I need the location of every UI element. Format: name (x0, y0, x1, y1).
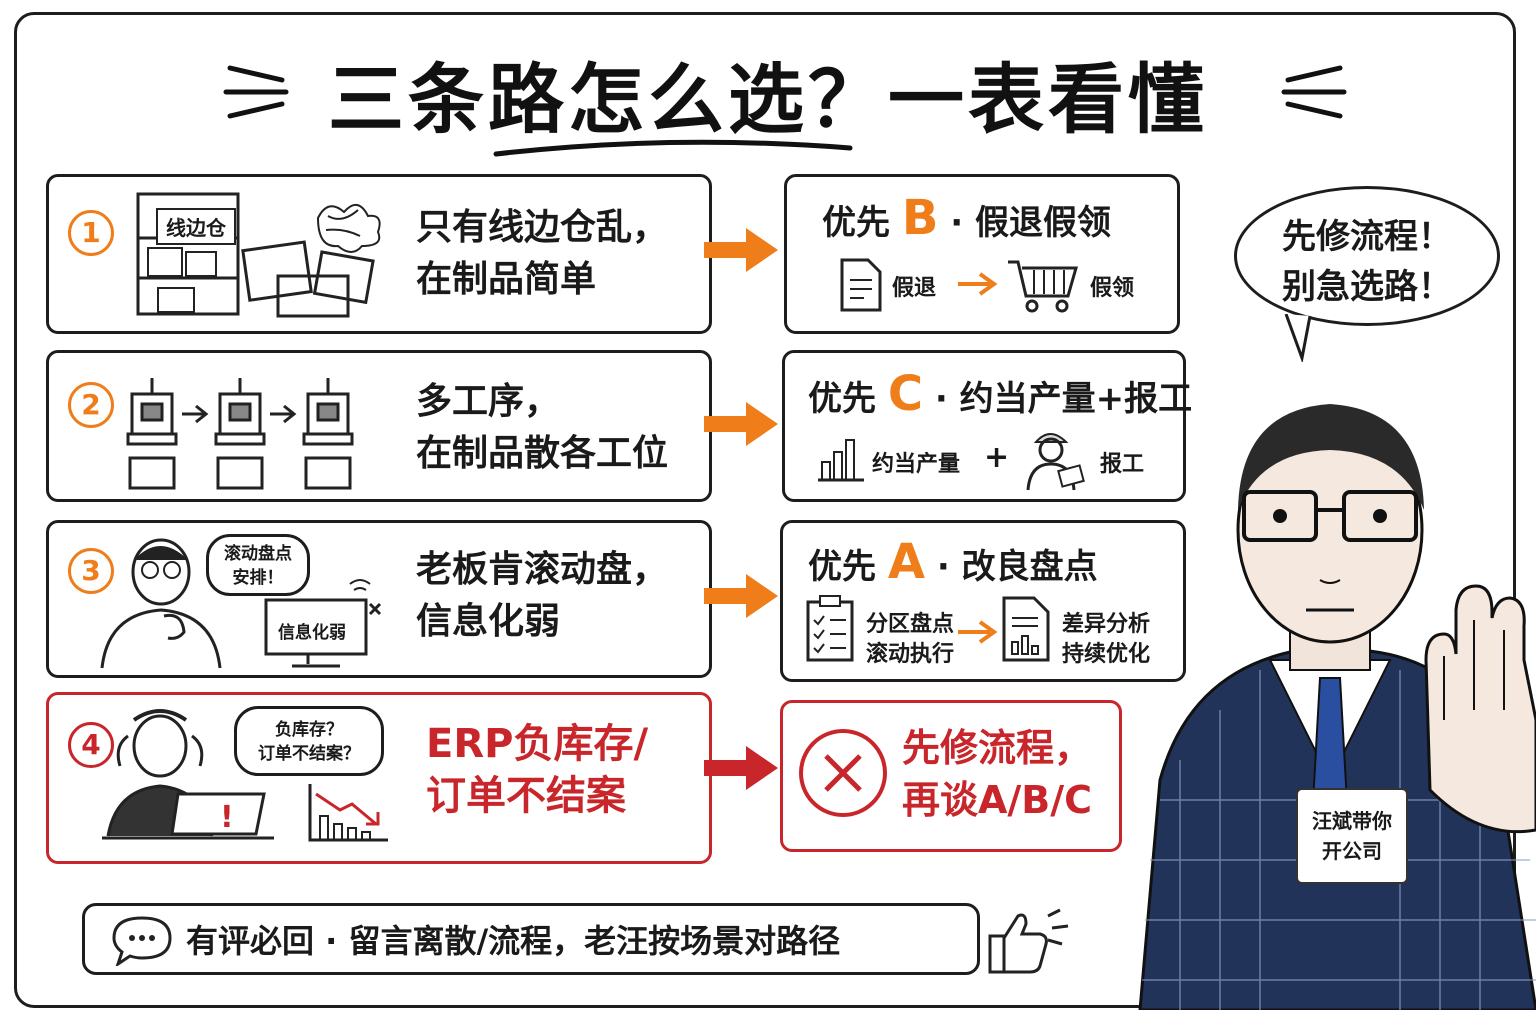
row-1-result-title: 优先 B · 假退假领 (822, 190, 1111, 246)
page-title: 三条路怎么选？一表看懂 (328, 55, 1208, 144)
stressed-person-illustration (102, 709, 274, 840)
arrow-right-red-icon (704, 746, 778, 790)
arrow-right-icon (704, 574, 778, 618)
emphasis-lines-left-icon (223, 65, 289, 119)
emphasis-lines-right-icon (1281, 65, 1347, 119)
clipboard-checklist-icon (806, 595, 854, 662)
name-badge (1296, 788, 1408, 884)
row-1-step-1: 假退 (892, 276, 937, 301)
row-2-result-box (782, 350, 1186, 502)
cross-circle-icon (799, 729, 887, 817)
worker-with-tablet-icon (1026, 433, 1085, 491)
name-badge-text: 汪斌带你 开公司 (1312, 809, 1392, 863)
row-4-result-text: 先修流程， 再谈A/B/C (902, 726, 1093, 822)
row-2-box (46, 350, 712, 502)
row-3-step-1: 分区盘点 滚动执行 (866, 612, 955, 667)
row-3-step-2: 差异分析 持续优化 (1062, 612, 1151, 667)
result-suffix: · 约当产量+报工 (934, 379, 1193, 419)
warehouse-sign: 线边仓 (156, 208, 236, 245)
speech-bubble-icon (112, 916, 172, 966)
problem-speech-bubble: 负库存？ 订单不结案？ (234, 706, 384, 776)
document-icon (840, 258, 882, 312)
boss-thinking-illustration (100, 538, 222, 669)
bar-chart-icon (818, 439, 864, 482)
laptop-alert-mark: ! (220, 800, 234, 835)
presenter-illustration (1138, 404, 1536, 1010)
computer-monitor-icon (264, 579, 382, 668)
row-2-step-1: 约当产量 (872, 452, 961, 477)
presenter-speech-bubble (1234, 186, 1500, 326)
arrow-right-icon (704, 402, 778, 446)
row-1-result-box (784, 174, 1180, 334)
row-3-result-title: 优先 A · 改良盘点 (808, 534, 1098, 590)
result-prefix: 优先 (822, 203, 890, 243)
row-1-number: 1 (68, 210, 114, 256)
row-3-text: 老板肯滚动盘， 信息化弱 (416, 549, 669, 642)
result-suffix: · 改良盘点 (936, 547, 1098, 587)
thumbs-up-icon (988, 908, 1069, 974)
row-3-number: 3 (68, 548, 114, 594)
warehouse-shelf-illustration (136, 192, 381, 318)
result-prefix: 优先 (808, 379, 876, 419)
row-2-result-title: 优先 C · 约当产量+报工 (808, 366, 1192, 422)
row-1-step-2: 假领 (1090, 276, 1135, 301)
boss-speech-bubble: 滚动盘点 安排！ (206, 534, 310, 596)
footer-box (82, 903, 980, 975)
workstation-flow-illustration (126, 378, 354, 490)
title-underline (493, 139, 853, 157)
small-arrow-icon (958, 620, 998, 644)
result-suffix: · 假退假领 (950, 203, 1112, 243)
result-prefix: 优先 (808, 547, 876, 587)
outer-frame (14, 12, 1516, 1008)
result-letter-a: A (887, 534, 925, 590)
small-arrow-icon (958, 272, 998, 296)
row-2-step-2: 报工 (1100, 452, 1145, 477)
row-2-number: 2 (68, 382, 114, 428)
declining-chart-icon (308, 784, 388, 842)
result-letter-b: B (901, 190, 939, 246)
presenter-speech-text: 先修流程！ 别急选路！ (1282, 217, 1452, 307)
row-2-plus: + (984, 440, 1010, 475)
row-4-text: ERP负库存/ 订单不结案 (426, 721, 649, 819)
row-4-number: 4 (68, 722, 114, 768)
row-2-text: 多工序， 在制品散各工位 (416, 381, 669, 474)
arrow-right-icon (704, 228, 778, 272)
footer-text: 有评必回 · 留言离散/流程，老汪按场景对路径 (186, 922, 841, 960)
analysis-report-icon (1002, 596, 1050, 662)
speech-bubble-tail (1284, 314, 1312, 362)
row-1-text: 只有线边仓乱， 在制品简单 (416, 207, 669, 300)
result-letter-c: C (887, 366, 924, 422)
shopping-cart-icon (1008, 260, 1078, 313)
monitor-label: 信息化弱 (278, 623, 346, 643)
